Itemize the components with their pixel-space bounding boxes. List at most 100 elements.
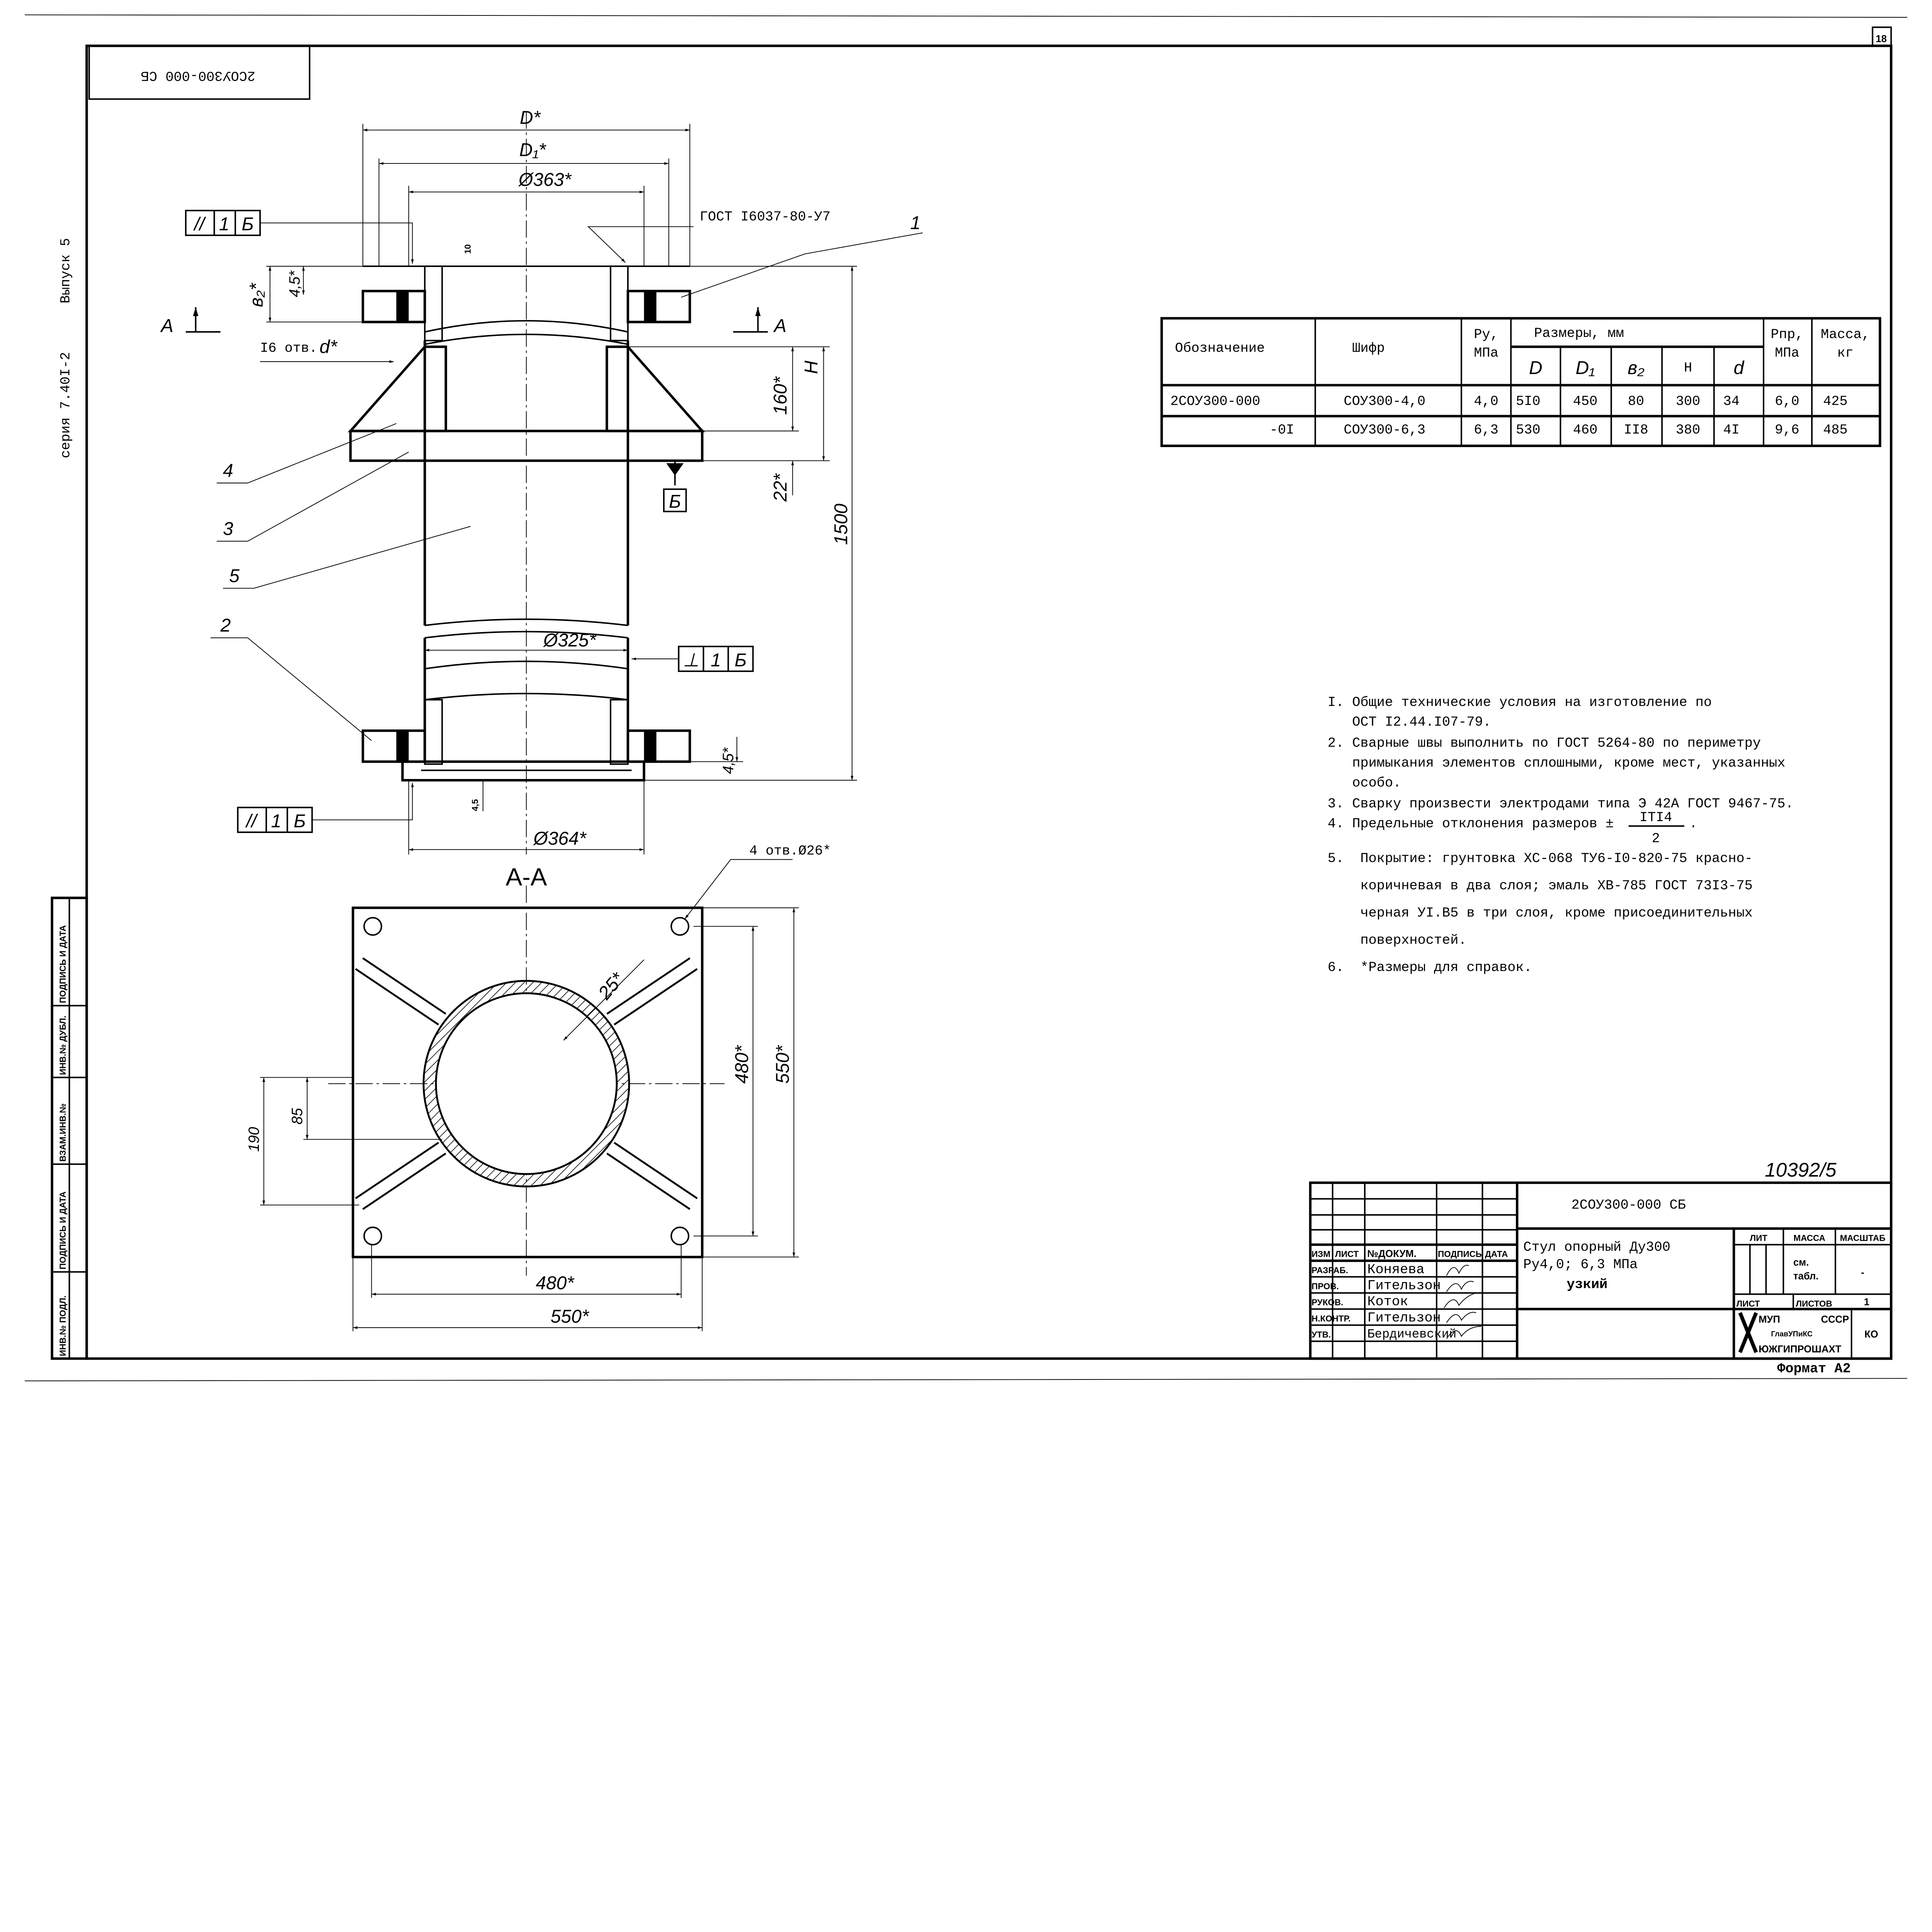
drawing-text: Б <box>735 650 747 670</box>
drawing-text: Бердичевский <box>1367 1327 1456 1342</box>
drawing-text: СОУ300-4,0 <box>1344 394 1426 409</box>
sheet-frame <box>85 44 1893 1360</box>
drawing-text: ДАТА <box>1485 1249 1508 1259</box>
series-label: серия 7.40I-2 <box>58 352 73 458</box>
dim-480-vertical: 480* <box>731 1045 752 1083</box>
th-size-D1: D₁ <box>1576 357 1595 378</box>
product-name-line: Ру4,0; 6,3 МПа <box>1523 1257 1638 1272</box>
drawing-text: ЛИСТ <box>1736 1299 1760 1308</box>
ribs <box>355 957 698 1210</box>
note-line: I. Общие технические условия на изготовл… <box>1328 695 1712 710</box>
th-mass-unit: кг <box>1837 345 1853 361</box>
drawing-text: 9,6 <box>1775 422 1799 438</box>
side-view: D* D₁* Ø363* ГОСТ I6037-80-У7 10 // 1 Б … <box>160 107 923 855</box>
bolt-hole <box>363 1226 383 1246</box>
bottom-scan-edge <box>25 1378 1907 1381</box>
th-ppr: Рпр, <box>1771 327 1804 342</box>
drawing-text: 4I <box>1723 422 1740 438</box>
dim-4-5-top: 4,5* <box>287 270 303 297</box>
drawing-text: ЛИТ <box>1750 1233 1768 1243</box>
margin-stamp-cell: ИНВ.№ ДУБЛ. <box>58 1015 68 1075</box>
dim-1500: 1500 <box>830 503 851 545</box>
title-block: ИЗМ ЛИСТ №ДОКУМ. ПОДПИСЬ ДАТА РАЗРАБ.Кон… <box>1309 1181 1893 1360</box>
variants-table: Обозначение Шифр Ру, МПа Размеры, мм D D… <box>1160 317 1881 447</box>
th-size-b2: в₂ <box>1628 357 1644 378</box>
dim-325: Ø325* <box>543 630 597 651</box>
margin-stamp-cell: ИНВ.№ ПОДЛ. <box>58 1295 68 1356</box>
drawing-text: 1 <box>711 650 721 670</box>
th-size-D: D <box>1529 357 1543 378</box>
dim-10: 10 <box>463 244 473 254</box>
note-line: 6. *Размеры для справок. <box>1328 960 1532 975</box>
note-line: черная УI.В5 в три слоя, кроме присоедин… <box>1328 905 1753 921</box>
drawing-text: СССР <box>1821 1314 1849 1325</box>
th-py-unit: МПа <box>1474 345 1498 361</box>
drawing-text: 530 <box>1516 422 1540 438</box>
note-line: примыкания элементов сплошными, кроме ме… <box>1328 755 1786 771</box>
drawing-text: Гительзон <box>1367 1278 1440 1294</box>
dim-550-horizontal: 550* <box>551 1306 589 1327</box>
drawing-text: МАСШТАБ <box>1840 1233 1886 1243</box>
rotated-code: 2СОУ300-000 СБ <box>141 68 255 83</box>
drawing-text: 300 <box>1676 394 1700 409</box>
gusset-part-4 <box>347 345 447 432</box>
holes-d-sym: d* <box>320 336 338 357</box>
tolerance-frame-perpendicular: ⊥ 1 Б <box>631 646 754 672</box>
tolerance-frame-top: // 1 Б <box>185 209 414 264</box>
drawing-text: Коток <box>1367 1294 1408 1310</box>
drawing-text: . <box>1689 816 1697 832</box>
drawing-text: II8 <box>1624 422 1648 438</box>
base-plate <box>352 906 704 1259</box>
drawing-text: // <box>245 811 258 832</box>
rotated-code-box <box>88 45 311 100</box>
th-ppr-unit: МПа <box>1775 345 1799 361</box>
signatures <box>1444 1265 1481 1339</box>
note-line: особо. <box>1328 775 1401 791</box>
margin-stamp-cell: ВЗАМ.ИНВ.№ <box>58 1104 68 1162</box>
dim-b2: в₂* <box>246 282 267 307</box>
scale-value: - <box>1861 1267 1864 1278</box>
weld-gost: ГОСТ I6037-80-У7 <box>700 209 830 225</box>
dim-160: 160* <box>770 376 791 415</box>
technical-notes: I. Общие технические условия на изготовл… <box>1328 695 1794 975</box>
bolt-hole <box>670 917 689 936</box>
note-4-denominator: 2 <box>1652 831 1660 846</box>
dim-D: D* <box>520 107 541 128</box>
drawing-text: // <box>193 214 206 235</box>
sheets-count: 1 <box>1864 1297 1869 1308</box>
sheet-format: Формат А2 <box>1777 1361 1850 1376</box>
drawing-text: -0I <box>1270 422 1294 438</box>
drawing-text: ИЗМ <box>1311 1249 1330 1259</box>
drawing-text: ЛИСТОВ <box>1796 1299 1832 1308</box>
part-label-5: 5 <box>229 565 240 586</box>
title-block-code: 2СОУ300-000 СБ <box>1571 1197 1686 1213</box>
drawing-text: 34 <box>1723 394 1740 409</box>
th-py: Ру, <box>1474 327 1498 342</box>
section-mark-left: А <box>160 315 173 336</box>
dim-H: H <box>801 361 821 374</box>
section-view: А-А 4 отв.Ø26* 25* 480* 550* 480* <box>246 844 831 1332</box>
drawing-text: ПРОВ. <box>1311 1282 1339 1291</box>
th-sizes: Размеры, мм <box>1534 326 1624 341</box>
org-logo: МУП СССР ГлавУПиКС ЮЖГИПРОШАХТ <box>1738 1312 1849 1355</box>
dim-364: Ø364* <box>533 828 587 849</box>
dim-550-vertical: 550* <box>772 1045 793 1083</box>
top-flange-right <box>626 289 691 323</box>
dim-D1: D₁* <box>519 139 546 160</box>
drawing-text: СОУ300-6,3 <box>1344 422 1426 438</box>
dim-22: 22* <box>770 473 791 502</box>
drawing-text: 4,0 <box>1474 394 1498 409</box>
top-scan-edge <box>25 14 1907 18</box>
drawing-text: Б <box>242 214 253 235</box>
drawing-text: 6,0 <box>1775 394 1799 409</box>
drawing-text: Н.КОНТР. <box>1311 1314 1350 1323</box>
drawing-text: МАССА <box>1794 1233 1825 1243</box>
drawing-text: 6,3 <box>1474 422 1498 438</box>
dim-480-horizontal: 480* <box>536 1273 574 1294</box>
part-label-3: 3 <box>223 519 233 539</box>
drawing-text: 485 <box>1823 422 1847 438</box>
note-line: 3. Сварку произвести электродами типа Э … <box>1328 796 1794 812</box>
signatory-row: РУКОВ.Коток <box>1311 1294 1408 1310</box>
drawing-text: УТВ. <box>1311 1330 1331 1340</box>
drawing-text: ЛИСТ <box>1335 1249 1359 1259</box>
